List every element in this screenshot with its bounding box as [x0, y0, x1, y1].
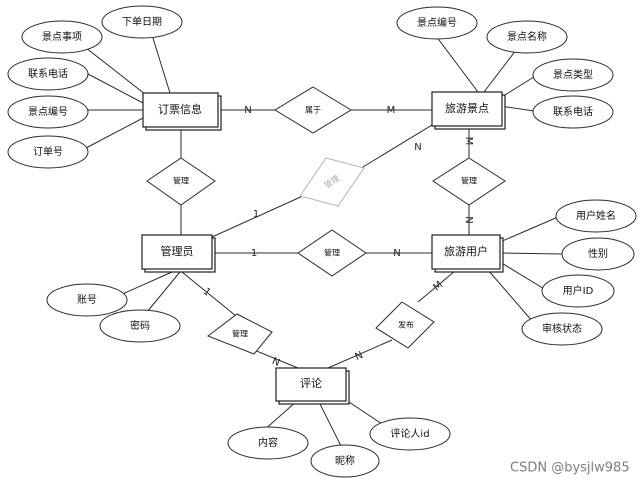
edge-admin-manage-comment	[181, 271, 237, 317]
attr-contact-phone-spot-label: 联系电话	[553, 105, 593, 118]
attr-commenter-id: 评论人id	[369, 417, 451, 451]
edge-admin-faded	[211, 194, 306, 238]
entity-comment-label: 评论	[300, 376, 322, 390]
attr-password: 密码	[99, 309, 181, 343]
attr-spot-no-order: 景点编号	[7, 95, 89, 129]
edge-user-gender	[499, 252, 563, 255]
attr-spot-type: 景点类型	[532, 58, 614, 92]
attr-username-label: 用户姓名	[576, 209, 616, 222]
attr-order-date: 下单日期	[101, 5, 183, 39]
rel-manage-user-label: 管理	[324, 248, 340, 258]
edge-comment-nickname	[317, 399, 343, 449]
rel-belongs-to-label: 属于	[305, 106, 321, 115]
attr-username: 用户姓名	[555, 199, 637, 233]
rel-manage-comment: 管理	[206, 313, 273, 355]
attr-contact-phone-spot: 联系电话	[532, 95, 614, 129]
attr-spot-no-order-label: 景点编号	[28, 105, 68, 118]
attr-contact-phone-order-label: 联系电话	[28, 67, 68, 80]
card-spot-manage: M	[463, 137, 474, 146]
rel-publish: 发布	[375, 301, 435, 349]
entity-order-info-label: 订票信息	[158, 102, 202, 116]
attr-content-label: 内容	[258, 436, 278, 449]
card-admin-faded: 1	[253, 209, 259, 220]
attr-content: 内容	[227, 426, 309, 460]
attr-contact-phone-order: 联系电话	[7, 57, 89, 91]
attr-spot-name: 景点名称	[486, 20, 568, 54]
rel-manage-order-label: 管理	[173, 176, 189, 186]
edge-spot-phone	[499, 105, 535, 112]
card-spot-faded: N	[414, 142, 421, 153]
card-order-belongs: N	[244, 105, 251, 116]
edge-user-id	[499, 261, 547, 291]
attr-user-id: 用户ID	[541, 274, 615, 308]
entity-scenic-spot-label: 旅游景点	[445, 101, 489, 115]
edge-user-name	[499, 216, 559, 243]
edge-spot-type	[499, 74, 538, 99]
attr-order-no: 订单号	[7, 135, 89, 169]
rel-publish-label: 发布	[398, 320, 414, 330]
card-comment-admin: N	[270, 356, 281, 369]
rel-manage-comment-label: 管理	[232, 329, 248, 339]
attr-spot-no-label: 景点编号	[417, 16, 457, 29]
rel-manage-spot-faded: 管理	[299, 157, 365, 207]
rel-manage-user: 管理	[297, 229, 367, 277]
attr-audit-status: 审核状态	[521, 312, 603, 346]
edge-spot-no	[435, 35, 479, 93]
attr-spot-name-label: 景点名称	[507, 30, 547, 43]
attr-account-label: 账号	[77, 294, 97, 306]
rel-manage-spot-user: 管理	[432, 157, 506, 206]
edge-admin-account	[117, 271, 173, 297]
attr-commenter-id-label: 评论人id	[390, 427, 429, 440]
rel-manage-order: 管理	[146, 157, 216, 206]
edge-order-no	[85, 117, 144, 149]
edge-manage-comment	[253, 349, 299, 369]
attr-order-date-label: 下单日期	[122, 16, 162, 28]
watermark-text: CSDN @bysjlw985	[510, 461, 630, 476]
card-user-admin: N	[393, 248, 400, 259]
entity-tourist-user: 旅游用户	[431, 234, 504, 273]
attr-spot-items-label: 景点事项	[42, 30, 82, 43]
attr-order-no-label: 订单号	[33, 146, 63, 158]
attr-gender-label: 性别	[588, 247, 608, 260]
entity-tourist-user-label: 旅游用户	[444, 244, 488, 258]
edge-publish-comment	[327, 339, 393, 369]
card-user-manage: N	[463, 216, 474, 223]
attr-spot-no: 景点编号	[396, 6, 478, 40]
entity-admin-label: 管理员	[161, 244, 194, 258]
attr-nickname: 昵称	[310, 444, 380, 478]
attr-spot-items: 景点事项	[21, 20, 103, 54]
card-admin-comment: 1	[201, 286, 213, 299]
card-admin-user: 1	[251, 248, 257, 259]
attr-gender: 性别	[561, 237, 635, 271]
edge-faded-spot	[357, 124, 433, 171]
attr-spot-type-label: 景点类型	[553, 68, 593, 81]
attr-user-id-label: 用户ID	[563, 284, 594, 297]
entity-order-info: 订票信息	[142, 92, 222, 131]
attr-nickname-label: 昵称	[335, 454, 355, 467]
edge-order-phone	[87, 73, 144, 104]
attr-account: 账号	[46, 283, 128, 317]
rel-belongs-to: 属于	[274, 86, 352, 134]
card-spot-belongs: M	[387, 105, 396, 116]
edge-user-publish	[417, 270, 456, 303]
attr-audit-status-label: 审核状态	[542, 322, 582, 335]
entity-admin: 管理员	[141, 234, 216, 273]
edge-user-audit	[487, 269, 534, 323]
entity-scenic-spot: 旅游景点	[431, 91, 506, 130]
rel-manage-spot-user-label: 管理	[461, 176, 477, 186]
cardinality-labels: N M N 1 M N 1 N 1 N M N	[201, 105, 474, 369]
attr-password-label: 密码	[130, 319, 150, 332]
entity-comment: 评论	[275, 367, 350, 405]
card-comment-publish: N	[354, 350, 365, 363]
